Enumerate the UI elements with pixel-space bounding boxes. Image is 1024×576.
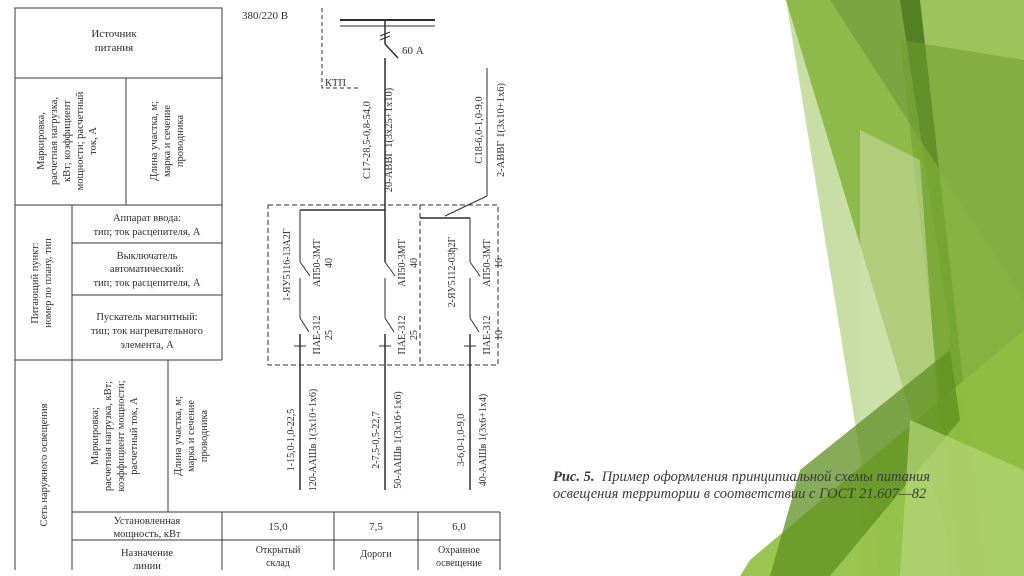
line-2-mark: 2-7,5-0,5-22,7 xyxy=(371,411,382,469)
breaker-3-labels: АП50-3МТ 16 xyxy=(482,239,505,287)
line-2-cable: 50-ААШв 1(3х16+1х6) xyxy=(393,391,404,488)
starter-3-type: ПАЕ-312 xyxy=(482,316,493,355)
network-length-label: Длина участка, м; марка и сечение провод… xyxy=(173,396,210,476)
panel-side-line1: Питающий пункт: xyxy=(30,242,41,323)
power-value-2: 7,5 xyxy=(369,521,383,533)
source-marking-line4: мощности; расчетный xyxy=(75,91,86,190)
ktp-label: КТП xyxy=(325,78,346,89)
right-feeder-cable: 2-АВВГ 1(3х10+1х6) xyxy=(496,83,507,177)
caption-label: Рис. 5. xyxy=(553,469,595,485)
line-3-labels: 3-6,0-1,0-9,0 40-ААШв 1(3х6+1х4) xyxy=(456,394,489,486)
right-feeder-mark: С18-6,0-1,0-9,0 xyxy=(474,96,485,163)
panel-3-name: 2-ЯУ5112-03ђ2Г xyxy=(447,236,458,307)
purpose-3-line1: Охранное xyxy=(438,545,480,556)
line-2-labels: 2-7,5-0,5-22,7 50-ААШв 1(3х16+1х6) xyxy=(371,391,404,488)
breaker-3-type: АП50-3МТ xyxy=(482,239,493,287)
starter-2-current: 25 xyxy=(409,330,420,340)
main-feeder-labels: С17-28,5-0,8-54,0 20-АВВГ 1(3х25+1х10) xyxy=(362,87,395,192)
network-side-label: Сеть наружного освещения xyxy=(39,403,50,526)
starter-line1: Пускатель магнитный: xyxy=(96,312,197,323)
breaker-1-labels: АП50-3МТ 40 xyxy=(312,239,335,287)
purpose-line1: Назначение xyxy=(121,548,173,559)
power-value-1: 15,0 xyxy=(268,521,288,533)
source-header-line2: питания xyxy=(95,42,133,54)
panel-side-line2: номер по плану, тип xyxy=(43,238,54,328)
breaker-3-current: 16 xyxy=(494,258,505,268)
source-length-line1: Длина участка, м; xyxy=(149,101,160,181)
line-3-cable: 40-ААШв 1(3х6+1х4) xyxy=(478,394,489,486)
source-marking-line1: Маркировка, xyxy=(36,112,47,170)
breaker-2-current: 40 xyxy=(409,258,420,268)
starter-1-type: ПАЕ-312 xyxy=(312,316,323,355)
network-length-line3: проводника xyxy=(199,410,210,462)
network-marking-line2: расчетная нагрузка, кВт; xyxy=(103,381,114,491)
voltage-label: 380/220 В xyxy=(242,10,288,22)
breaker-line1: Выключатель xyxy=(117,251,178,262)
network-length-line1: Длина участка, м; xyxy=(173,396,184,476)
starter-3-labels: ПАЕ-312 10 xyxy=(482,316,505,355)
input-device-line1: Аппарат ввода: xyxy=(113,213,181,224)
starter-1-current: 25 xyxy=(324,330,335,340)
breaker-line2: автоматический: xyxy=(110,264,184,275)
decor-green-shapes xyxy=(740,0,1024,576)
starter-line3: элемента, А xyxy=(120,340,174,351)
starter-3-current: 10 xyxy=(494,330,505,340)
starter-1-labels: ПАЕ-312 25 xyxy=(312,316,335,355)
panel-3-label: 2-ЯУ5112-03ђ2Г xyxy=(447,236,458,307)
installed-power-line1: Установленная xyxy=(114,516,181,527)
line-1-cable: 120-ААШв 1(3х10+1х6) xyxy=(308,389,319,491)
breaker-2-labels: АП50-3МТ 40 xyxy=(397,239,420,287)
table-grid xyxy=(14,7,501,570)
purpose-2-line1: Дороги xyxy=(360,549,392,560)
line-3-mark: 3-6,0-1,0-9,0 xyxy=(456,414,467,467)
source-marking-line3: кВт; коэффициент xyxy=(62,100,73,182)
line-1-mark: 1-15,0-1,0-22,5 xyxy=(286,409,297,472)
network-side-line1: Сеть наружного освещения xyxy=(39,403,50,526)
figure-caption: Рис. 5. Пример оформления принципиальной… xyxy=(553,469,973,503)
source-length-line3: проводника xyxy=(175,115,186,167)
main-feeder-cable: 20-АВВГ 1(3х25+1х10) xyxy=(384,87,395,192)
purpose-1-line2: склад xyxy=(266,558,290,569)
panel-side-label: Питающий пункт: номер по плану, тип xyxy=(30,238,54,328)
power-value-3: 6,0 xyxy=(452,521,466,533)
breaker-1-type: АП50-3МТ xyxy=(312,239,323,287)
source-length-label: Длина участка, м; марка и сечение провод… xyxy=(149,101,186,181)
scheme-lines xyxy=(267,8,499,490)
installed-power-line2: мощность, кВт xyxy=(113,529,181,540)
purpose-3-line2: освещение xyxy=(436,558,483,569)
source-marking-line2: расчетная нагрузка, xyxy=(49,97,60,185)
source-marking-label: Маркировка, расчетная нагрузка, кВт; коэ… xyxy=(36,91,99,190)
source-length-line2: марка и сечение xyxy=(162,105,173,177)
caption-text: Пример оформления принципиальной схемы п… xyxy=(553,469,931,502)
main-feeder-mark: С17-28,5-0,8-54,0 xyxy=(362,101,373,179)
network-marking-line1: Маркировка; xyxy=(90,407,101,465)
network-marking-label: Маркировка; расчетная нагрузка, кВт; коэ… xyxy=(90,380,140,491)
line-1-labels: 1-15,0-1,0-22,5 120-ААШв 1(3х10+1х6) xyxy=(286,389,319,491)
source-marking-line5: ток, А xyxy=(88,127,99,155)
starter-2-type: ПАЕ-312 xyxy=(397,316,408,355)
purpose-1-line1: Открытый xyxy=(256,545,301,556)
source-header-line1: Источник xyxy=(91,28,137,40)
network-length-line2: марка и сечение xyxy=(186,400,197,472)
breaker-1-current: 40 xyxy=(324,258,335,268)
panel-1-label: 1-ЯУ5116-13А2Г xyxy=(282,228,293,301)
input-device-line2: тип; ток расцепителя, А xyxy=(93,227,200,238)
main-breaker-label: 60 А xyxy=(402,45,424,57)
breaker-2-type: АП50-3МТ xyxy=(397,239,408,287)
starter-2-labels: ПАЕ-312 25 xyxy=(397,316,420,355)
breaker-line3: тип; ток расцепителя, А xyxy=(93,278,200,289)
network-marking-line3: коэффициент мощности; xyxy=(116,380,127,491)
network-marking-line4: расчетный ток, А xyxy=(129,397,140,475)
starter-line2: тип; ток нагревательного xyxy=(91,326,203,337)
right-feeder-labels: С18-6,0-1,0-9,0 2-АВВГ 1(3х10+1х6) xyxy=(474,83,507,177)
panel-1-name: 1-ЯУ5116-13А2Г xyxy=(282,228,293,301)
purpose-line2: линии xyxy=(133,561,161,572)
